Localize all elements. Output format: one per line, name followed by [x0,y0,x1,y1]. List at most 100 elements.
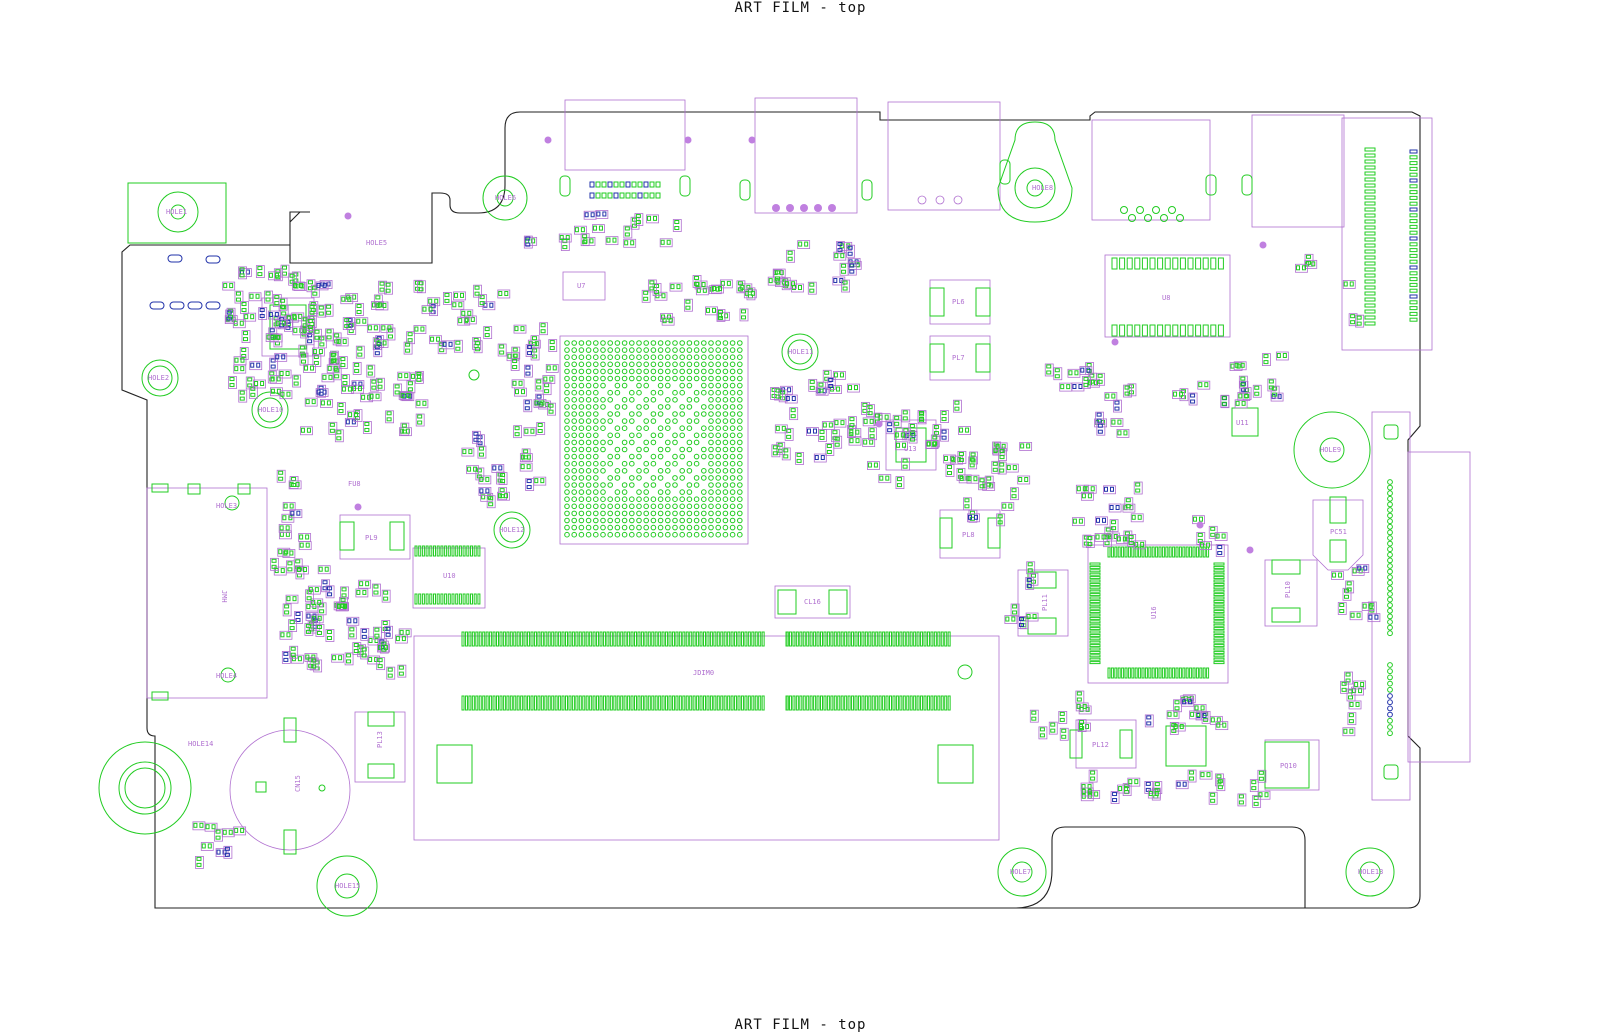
pc51-pad-a [1329,496,1347,524]
pl10-pad-a [1271,559,1301,575]
label-hole10: HOLE10 [258,406,283,414]
cpu-bga-outline [559,335,749,545]
pl9-pad-b [389,521,405,551]
connector-pads-top [559,159,1253,201]
small-passives [149,136,1381,869]
dimm-slot-outline [413,635,1000,841]
label-pl7: PL7 [952,354,965,362]
dimm-latch-left [436,744,473,784]
right-top-pin-strip [1364,147,1418,326]
pl7-pad-a [929,343,945,373]
usb-connector-1 [564,99,686,171]
u8-pins [1111,257,1224,337]
pl11-outline [1017,569,1069,637]
pl13-pad-a [367,711,395,727]
label-pl9: PL9 [365,534,378,542]
label-cl16: CL16 [804,598,821,606]
u16-pins [1089,546,1225,679]
label-hole7: HOLE7 [1010,868,1031,876]
pl6-pad-b [975,287,991,317]
pl9-pad-a [339,521,355,551]
u10-outline [412,547,486,609]
label-pl10: PL10 [1284,581,1292,598]
pl13-pad-b [367,763,395,779]
label-pl6: PL6 [952,298,965,306]
board-cutout-bottom [1014,826,1306,909]
right-edge-header-outline [1371,411,1411,801]
label-u13: U13 [904,445,917,453]
pq10-pad [1264,741,1310,789]
battery-pad-top [283,717,297,743]
label-hole9: HOLE9 [1320,446,1341,454]
label-jdimm: JDIM0 [693,669,714,677]
battery-pad-bottom [283,829,297,855]
pl8-pad-b [987,517,1001,549]
label-hole11: HOLE11 [788,348,813,356]
label-u16: U16 [1150,606,1158,619]
pc51-pad-b [1329,539,1347,563]
label-hole12: HOLE12 [499,526,524,534]
pc51-outline [1312,499,1364,571]
page-title-bottom: ART FILM - top [734,1017,867,1033]
u8-outline [1104,254,1231,338]
label-jmh: JMH [220,590,228,603]
label-hole3: HOLE3 [216,502,237,510]
dimm-pin-rows [461,631,951,711]
right-edge-connector [1341,117,1433,351]
label-hole6: HOLE6 [495,194,516,202]
ic-bottom-qfn [1165,725,1207,767]
vga-pin-row [772,195,963,212]
label-hole13: HOLE13 [1358,868,1383,876]
battery-pad-left [255,781,267,793]
label-hole4: HOLE4 [216,672,237,680]
label-u8: U8 [1162,294,1170,302]
vga-connector [887,101,1001,211]
u7-outline [562,271,606,301]
cpu-bga-ball-grid [564,340,743,538]
label-hole15: HOLE15 [335,882,360,890]
label-hole1: HOLE1 [166,208,187,216]
u10-pins [414,545,481,605]
pl12-pad-a [1069,729,1083,759]
label-cn15: CN15 [294,775,302,792]
rj45-connector [1091,119,1211,221]
label-hole8: HOLE8 [1032,184,1053,192]
mounting-holes [98,121,1395,917]
label-pl8: PL8 [962,531,975,539]
pl8-pad-a [939,517,953,549]
label-pl13: PL13 [376,731,384,748]
label-u10: U10 [443,572,456,580]
label-pl11: PL11 [1041,594,1049,611]
cl16-pad-b [828,589,848,615]
pl11-pad-a [1027,571,1057,589]
board-outline [121,111,1421,909]
page-title-top: ART FILM - top [734,0,867,16]
cl16-outline [774,585,851,619]
coin-battery-outline [229,729,351,851]
cl16-pad-a [777,589,797,615]
pl6-pad-a [929,287,945,317]
pl12-pad-b [1119,729,1133,759]
label-u7: U7 [577,282,585,290]
right-edge-header-pins [1383,424,1399,780]
label-fu8: FU8 [348,480,361,488]
label-pl12: PL12 [1092,741,1109,749]
pl10-pad-b [1271,607,1301,623]
dimm-latch-right [937,744,974,784]
pl7-pad-b [975,343,991,373]
label-u11: U11 [1236,419,1249,427]
label-hole14: HOLE14 [188,740,213,748]
pl12-outline [1075,719,1137,769]
left-corner-block [127,182,227,244]
label-pc51: PC51 [1330,528,1347,536]
label-hole5: HOLE5 [366,239,387,247]
usb-connector-2 [1251,114,1345,228]
label-pq10: PQ10 [1280,762,1297,770]
battery-via [318,784,326,792]
pl11-pad-b [1027,617,1057,635]
u16-outline [1087,544,1229,684]
right-slot-outline [1407,451,1471,763]
left-socket-pads [151,483,251,701]
label-hole2: HOLE2 [148,374,169,382]
